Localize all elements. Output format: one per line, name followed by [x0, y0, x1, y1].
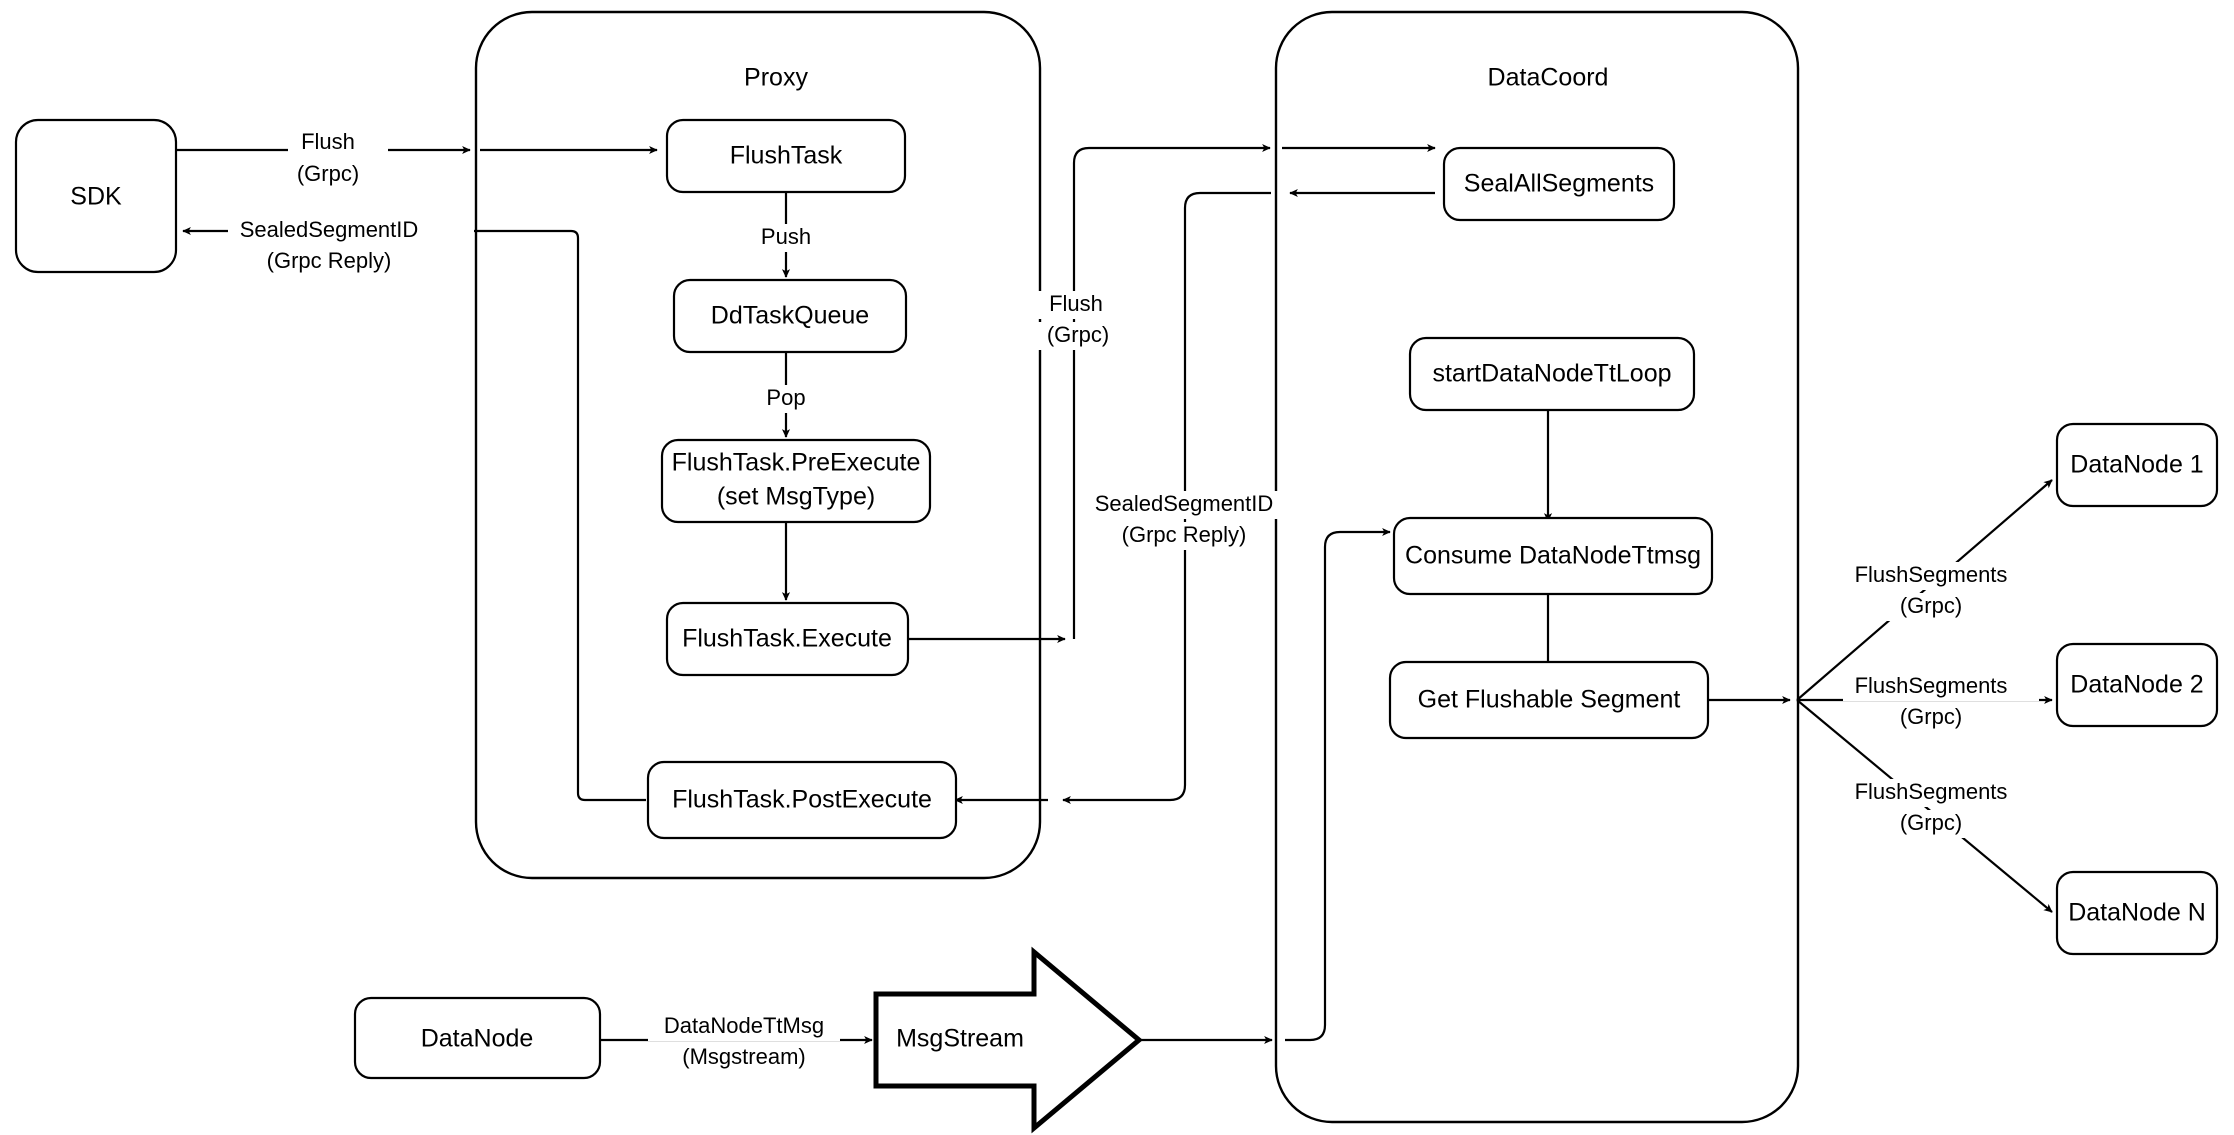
node-datanode-bottom[interactable] — [353, 996, 602, 1080]
node-sealallsegments-label: SealAllSegments — [1464, 170, 1654, 198]
node-datanode-n[interactable] — [2055, 870, 2219, 956]
label-proxy-to-sdk-line2: (Grpc Reply) — [267, 248, 392, 273]
edge-flush-grpc-riser — [1072, 143, 1271, 639]
node-flushtask-preexecute[interactable] — [660, 438, 932, 524]
node-flushtask-postexecute[interactable] — [646, 760, 958, 840]
node-consume-datanode-ttmsg-label: Consume DataNodeTtmsg — [1405, 542, 1701, 570]
label-proxy-to-coord-line2: (Grpc) — [1047, 322, 1109, 347]
label-flush-segments-2-line1: FlushSegments — [1855, 673, 2008, 698]
label-coord-to-proxy-line2: (Grpc Reply) — [1122, 522, 1247, 547]
node-flushtask-preexecute-label-line2: (set MsgType) — [717, 483, 875, 511]
label-bg-flush-grpc-l1 — [1035, 291, 1117, 319]
node-msgstream-label: MsgStream — [896, 1025, 1024, 1053]
label-bg-push — [750, 224, 822, 252]
label-bg-pop — [754, 385, 818, 413]
label-flush-segments-1-line2: (Grpc) — [1900, 593, 1962, 618]
node-datanode-2-label: DataNode 2 — [2070, 671, 2203, 699]
label-sdk-to-proxy-line1: Flush — [301, 129, 355, 154]
label-bg-flushsegments-n-l2 — [1873, 810, 1993, 838]
node-flushtask-preexecute-label-line1: FlushTask.PreExecute — [672, 449, 921, 477]
label-bg-flushsegments-2-l2 — [1873, 704, 1993, 732]
node-datanode-2[interactable] — [2055, 642, 2219, 728]
edge-postexecute-to-sdk — [182, 226, 646, 802]
label-flush-segments-2-line2: (Grpc) — [1900, 704, 1962, 729]
node-flushtask[interactable] — [665, 118, 907, 194]
label-bg-flush-grpc-l2 — [1035, 322, 1121, 350]
node-flushtask-execute-label: FlushTask.Execute — [682, 625, 892, 653]
label-datanode-ttmsg-line2: (Msgstream) — [682, 1044, 805, 1069]
node-datanode-1-label: DataNode 1 — [2070, 451, 2203, 479]
node-get-flushable-segment-label: Get Flushable Segment — [1418, 686, 1681, 714]
label-pop: Pop — [766, 385, 805, 410]
node-start-datanode-ttloop-label: startDataNodeTtLoop — [1432, 360, 1671, 388]
label-flush-segments-1-line1: FlushSegments — [1855, 562, 2008, 587]
datacoord-container-label: DataCoord — [1488, 64, 1609, 92]
label-bg-ttmsg-l1 — [648, 1013, 840, 1041]
node-sealallsegments[interactable] — [1442, 146, 1676, 222]
label-bg-coord-proxy-l1 — [1092, 491, 1284, 519]
node-get-flushable-segment[interactable] — [1388, 660, 1710, 740]
proxy-container — [474, 10, 1042, 880]
label-push: Push — [761, 224, 811, 249]
label-bg-coord-proxy-l2 — [1100, 522, 1270, 550]
label-bg-flushsegments-1-l1 — [1843, 562, 2039, 590]
node-datanode-1[interactable] — [2055, 422, 2219, 508]
label-sdk-to-proxy-line2: (Grpc) — [297, 161, 359, 186]
node-sdk[interactable] — [14, 118, 178, 274]
label-datanode-ttmsg-line1: DataNodeTtMsg — [664, 1013, 824, 1038]
node-sdk-label: SDK — [70, 183, 122, 211]
node-ddtaskqueue-label: DdTaskQueue — [711, 302, 869, 330]
proxy-container-label: Proxy — [744, 64, 808, 92]
label-bg-flushsegments-2-l1 — [1843, 673, 2039, 701]
label-flush-segments-n-line2: (Grpc) — [1900, 810, 1962, 835]
label-proxy-to-sdk-line1: SealedSegmentID — [240, 217, 419, 242]
label-bg-flushsegments-1-l2 — [1873, 593, 1993, 621]
label-bg-flushsegments-n-l1 — [1843, 779, 2039, 807]
node-flushtask-execute[interactable] — [665, 601, 910, 677]
node-ddtaskqueue[interactable] — [672, 278, 908, 354]
node-flushtask-postexecute-label: FlushTask.PostExecute — [672, 786, 932, 814]
node-datanode-n-label: DataNode N — [2068, 899, 2206, 927]
node-consume-datanode-ttmsg[interactable] — [1392, 516, 1714, 596]
node-start-datanode-ttloop[interactable] — [1408, 336, 1696, 412]
label-flush-segments-n-line1: FlushSegments — [1855, 779, 2008, 804]
label-bg-sdk-flush-l1 — [288, 128, 388, 158]
node-datanode-bottom-label: DataNode — [421, 1025, 534, 1053]
edge-ttmsg-riser-to-consume — [1285, 527, 1391, 1042]
node-msgstream[interactable] — [873, 946, 1143, 1134]
label-coord-to-proxy-line1: SealedSegmentID — [1095, 491, 1274, 516]
label-bg-proxy-sdk-l1 — [228, 217, 474, 245]
node-flushtask-label: FlushTask — [730, 142, 843, 170]
label-proxy-to-coord-line1: Flush — [1049, 291, 1103, 316]
datacoord-container — [1274, 10, 1800, 1124]
